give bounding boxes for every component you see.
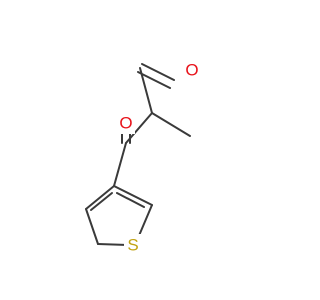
bond-ring-c2-c3-inner bbox=[116, 192, 145, 208]
bond-aldehyde-co-2 bbox=[137, 71, 171, 89]
bond-ring-c4-c5 bbox=[85, 208, 99, 245]
bond-ketone-c-ring bbox=[113, 142, 127, 187]
sulfur-bg bbox=[124, 234, 142, 256]
bond-ring-c3-c4-inner bbox=[90, 192, 113, 211]
bond-aldehyde-co-1 bbox=[141, 63, 175, 81]
ketone-oxygen-label: O bbox=[119, 114, 132, 133]
ketone-oxygen-bg bbox=[117, 112, 135, 134]
aldehyde-oxygen-label: O bbox=[185, 61, 198, 80]
bond-ring-c3-c4 bbox=[85, 185, 115, 210]
bond-alpha-methyl bbox=[151, 112, 191, 137]
bond-aldehyde-c-alpha bbox=[139, 67, 153, 114]
sulfur-label: S bbox=[127, 236, 138, 255]
bond-ring-c5-s bbox=[97, 243, 129, 246]
bond-ring-c2-c3 bbox=[113, 185, 153, 206]
bond-ring-s-c2 bbox=[137, 204, 153, 239]
molecule-structure: O O S bbox=[85, 59, 201, 256]
aldehyde-oxygen-bg bbox=[183, 59, 201, 81]
